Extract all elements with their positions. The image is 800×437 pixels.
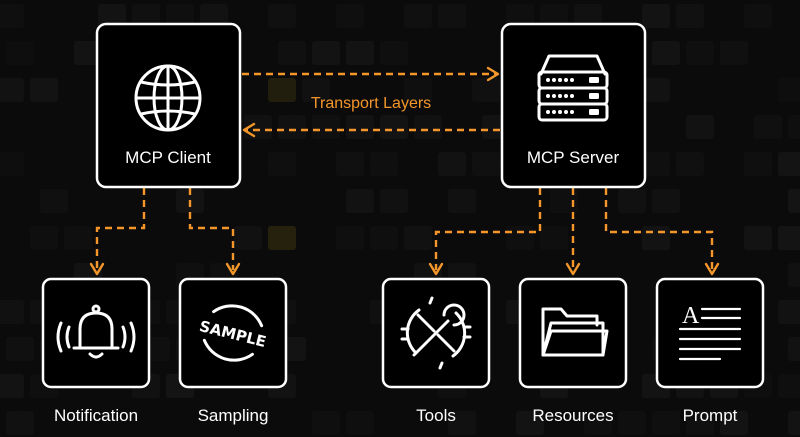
connector-client-notification (89, 188, 146, 276)
notification-node (41, 277, 151, 389)
connector-server-prompt (604, 188, 720, 276)
sampling-label: Sampling (198, 406, 269, 425)
transport-layers-label: Transport Layers (311, 95, 431, 112)
text-document-icon: A (678, 303, 742, 361)
server-rack-icon (537, 54, 609, 122)
prompt-node: A (655, 277, 765, 389)
folder-icon (541, 307, 609, 357)
prompt-glyph: A (682, 303, 700, 329)
connector-client-sampling (188, 188, 241, 276)
mcp-client-node: MCP Client (95, 22, 242, 189)
transport-arrow-to-client (242, 122, 500, 138)
prompt-label: Prompt (683, 406, 738, 425)
sampling-node: SAMPLE (178, 277, 288, 389)
connector-server-resources (565, 188, 581, 276)
globe-icon (134, 64, 202, 132)
transport-arrow-to-server (242, 66, 500, 82)
mcp-client-label: MCP Client (125, 148, 211, 167)
tools-node (381, 277, 491, 389)
tools-label: Tools (416, 406, 456, 425)
resources-node (518, 277, 628, 389)
resources-label: Resources (532, 406, 613, 425)
mcp-server-label: MCP Server (527, 148, 620, 167)
gear-wrench-icon (400, 296, 472, 370)
bell-ringing-icon (56, 304, 136, 359)
notification-label: Notification (54, 406, 138, 425)
connector-server-tools (428, 188, 542, 276)
mcp-server-node: MCP Server (500, 22, 647, 189)
